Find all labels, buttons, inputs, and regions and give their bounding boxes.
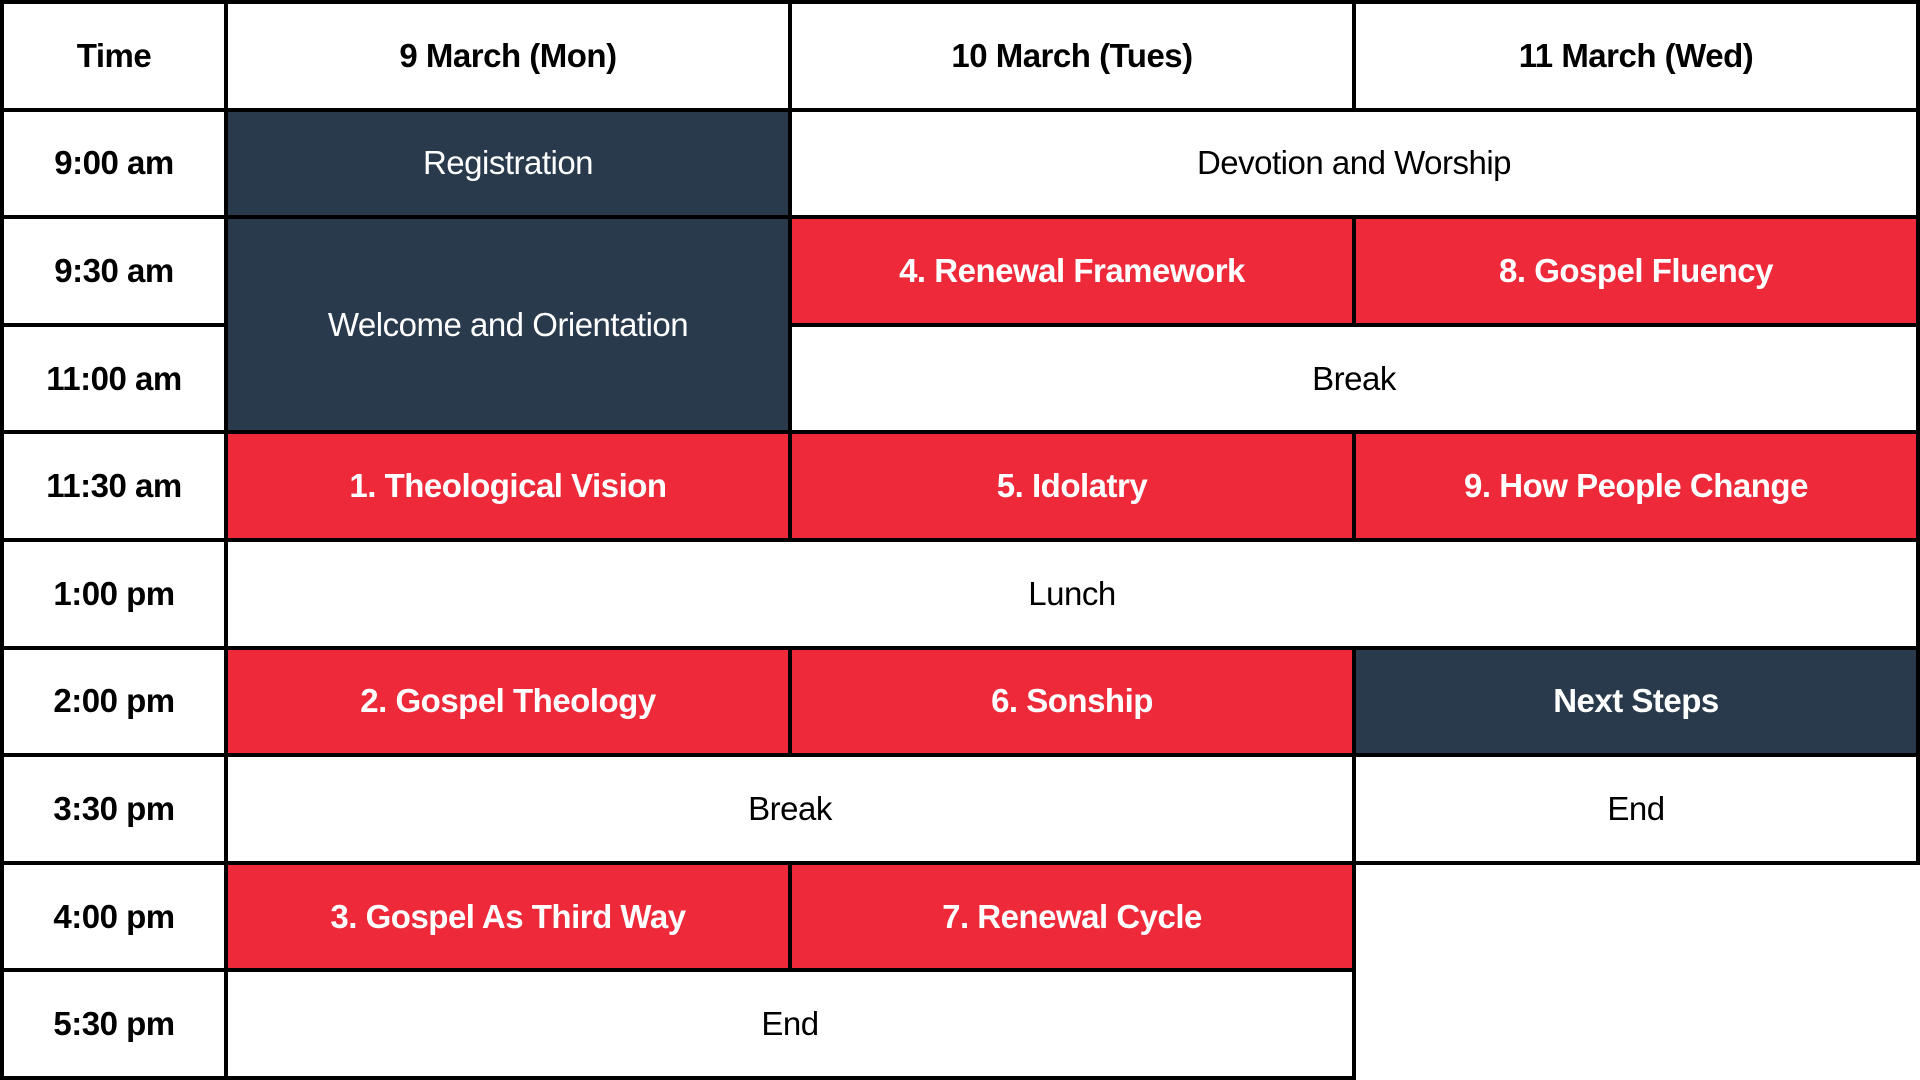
session-end-wed: End <box>1356 757 1916 861</box>
session-break: Break <box>228 757 1352 861</box>
time-label: 1:00 pm <box>4 541 224 646</box>
session-lunch: Lunch <box>228 541 1916 646</box>
session-7: 7. Renewal Cycle <box>792 864 1352 969</box>
session-9: 9. How People Change <box>1356 434 1916 538</box>
time-label: 9:30 am <box>4 219 224 323</box>
time-label: 4:00 pm <box>4 864 224 969</box>
empty-area <box>1356 864 1920 1080</box>
time-label: 5:30 pm <box>4 972 224 1076</box>
header-time: Time <box>4 4 224 108</box>
time-label: 3:30 pm <box>4 757 224 861</box>
time-label: 11:00 am <box>4 326 224 431</box>
session-registration: Registration <box>228 111 788 216</box>
session-next-steps: Next Steps <box>1356 649 1916 754</box>
time-label: 9:00 am <box>4 111 224 216</box>
session-break: Break <box>792 326 1916 431</box>
header-day-mon: 9 March (Mon) <box>228 4 788 108</box>
time-label: 2:00 pm <box>4 649 224 754</box>
session-8: 8. Gospel Fluency <box>1356 219 1916 323</box>
session-2: 2. Gospel Theology <box>228 649 788 754</box>
session-end: End <box>228 972 1352 1076</box>
session-1: 1. Theological Vision <box>228 434 788 538</box>
session-6: 6. Sonship <box>792 649 1352 754</box>
header-day-tues: 10 March (Tues) <box>792 4 1352 108</box>
header-day-wed: 11 March (Wed) <box>1356 4 1916 108</box>
time-label: 11:30 am <box>4 434 224 538</box>
session-3: 3. Gospel As Third Way <box>228 864 788 969</box>
session-devotion: Devotion and Worship <box>792 111 1916 216</box>
session-welcome: Welcome and Orientation <box>228 219 788 431</box>
session-5: 5. Idolatry <box>792 434 1352 538</box>
session-4: 4. Renewal Framework <box>792 219 1352 323</box>
